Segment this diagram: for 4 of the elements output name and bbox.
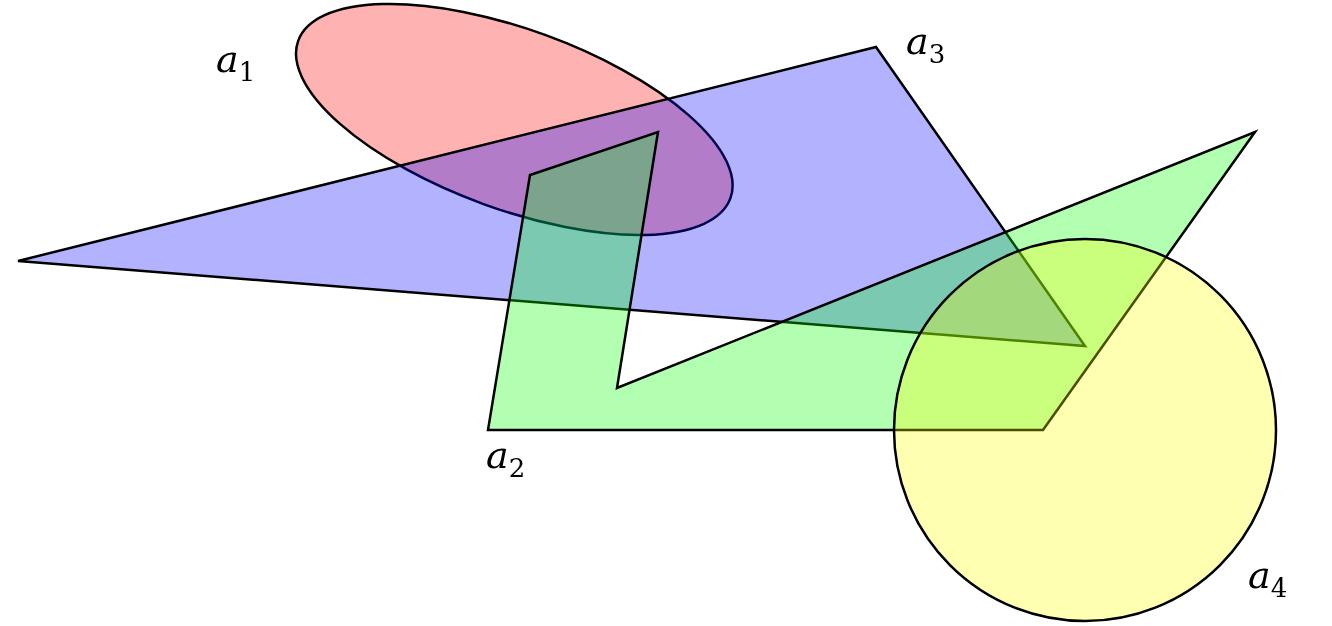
set-label: a$_{2}$ — [486, 436, 526, 481]
set-label: a$_{1}$ — [216, 40, 256, 85]
set-label: a$_{3}$ — [906, 22, 946, 67]
set-label: a$_{4}$ — [1248, 556, 1288, 601]
